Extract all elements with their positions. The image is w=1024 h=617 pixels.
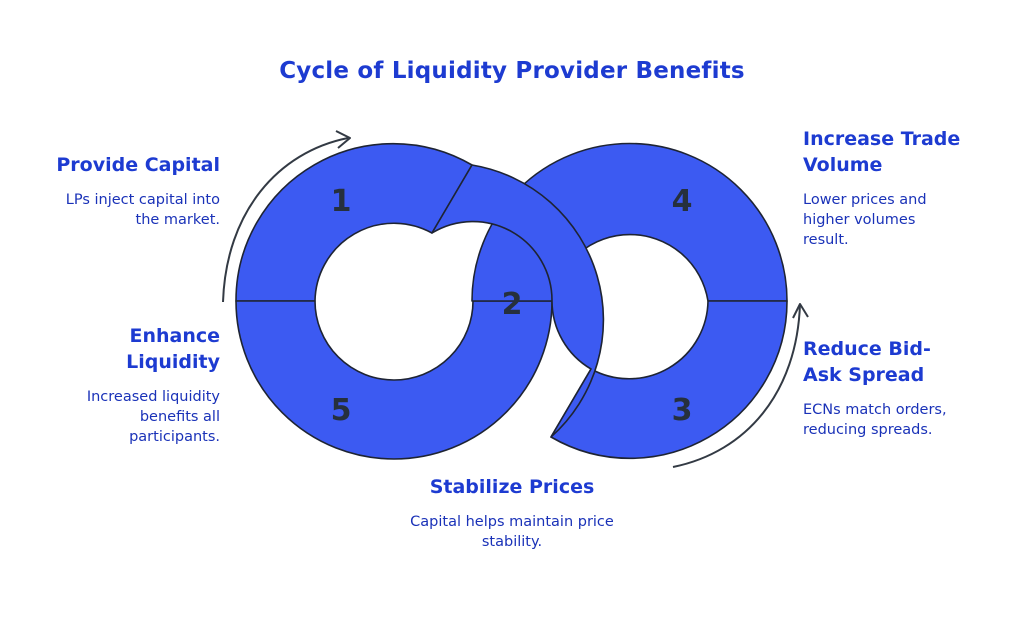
- arrow-head-bottom-right: [792, 303, 809, 319]
- segment-3: [550, 300, 788, 460]
- segment-2: [431, 164, 605, 438]
- step-number-4: 4: [672, 184, 693, 219]
- step-4-description: Lower prices and higher volumes result.: [803, 192, 927, 248]
- arrow-top-left: [222, 137, 349, 303]
- step-3-block: Reduce Bid-Ask Spread ECNs match orders,…: [803, 336, 1003, 440]
- step-number-5: 5: [331, 393, 352, 428]
- step-4-block: Increase Trade Volume Lower prices and h…: [803, 126, 1003, 250]
- step-2-block: Stabilize Prices Capital helps maintain …: [402, 474, 622, 552]
- arrow-bottom-right: [672, 303, 801, 468]
- segment-1: [235, 142, 473, 302]
- step-3-description: ECNs match orders, reducing spreads.: [803, 402, 947, 438]
- step-2-description: Capital helps maintain price stability.: [410, 514, 614, 550]
- page-title: Cycle of Liquidity Provider Benefits: [279, 58, 745, 84]
- step-number-3: 3: [672, 393, 693, 428]
- loop-rings: [235, 142, 788, 460]
- step-5-description: Increased liquidity benefits all partici…: [86, 389, 220, 445]
- step-2-heading: Stabilize Prices: [429, 476, 595, 498]
- step-3-heading: Reduce Bid-Ask Spread: [803, 338, 931, 386]
- step-5-heading: Enhance Liquidity: [126, 325, 220, 373]
- step-number-2: 2: [502, 287, 523, 322]
- segment-5: [235, 300, 553, 460]
- step-4-heading: Increase Trade Volume: [803, 128, 961, 176]
- arrow-head-top-left: [335, 130, 351, 149]
- step-number-1: 1: [331, 184, 352, 219]
- step-5-block: Enhance Liquidity Increased liquidity be…: [40, 323, 220, 447]
- step-1-heading: Provide Capital: [56, 154, 220, 176]
- step-1-description: LPs inject capital into the market.: [65, 192, 220, 228]
- step-1-block: Provide Capital LPs inject capital into …: [20, 152, 220, 230]
